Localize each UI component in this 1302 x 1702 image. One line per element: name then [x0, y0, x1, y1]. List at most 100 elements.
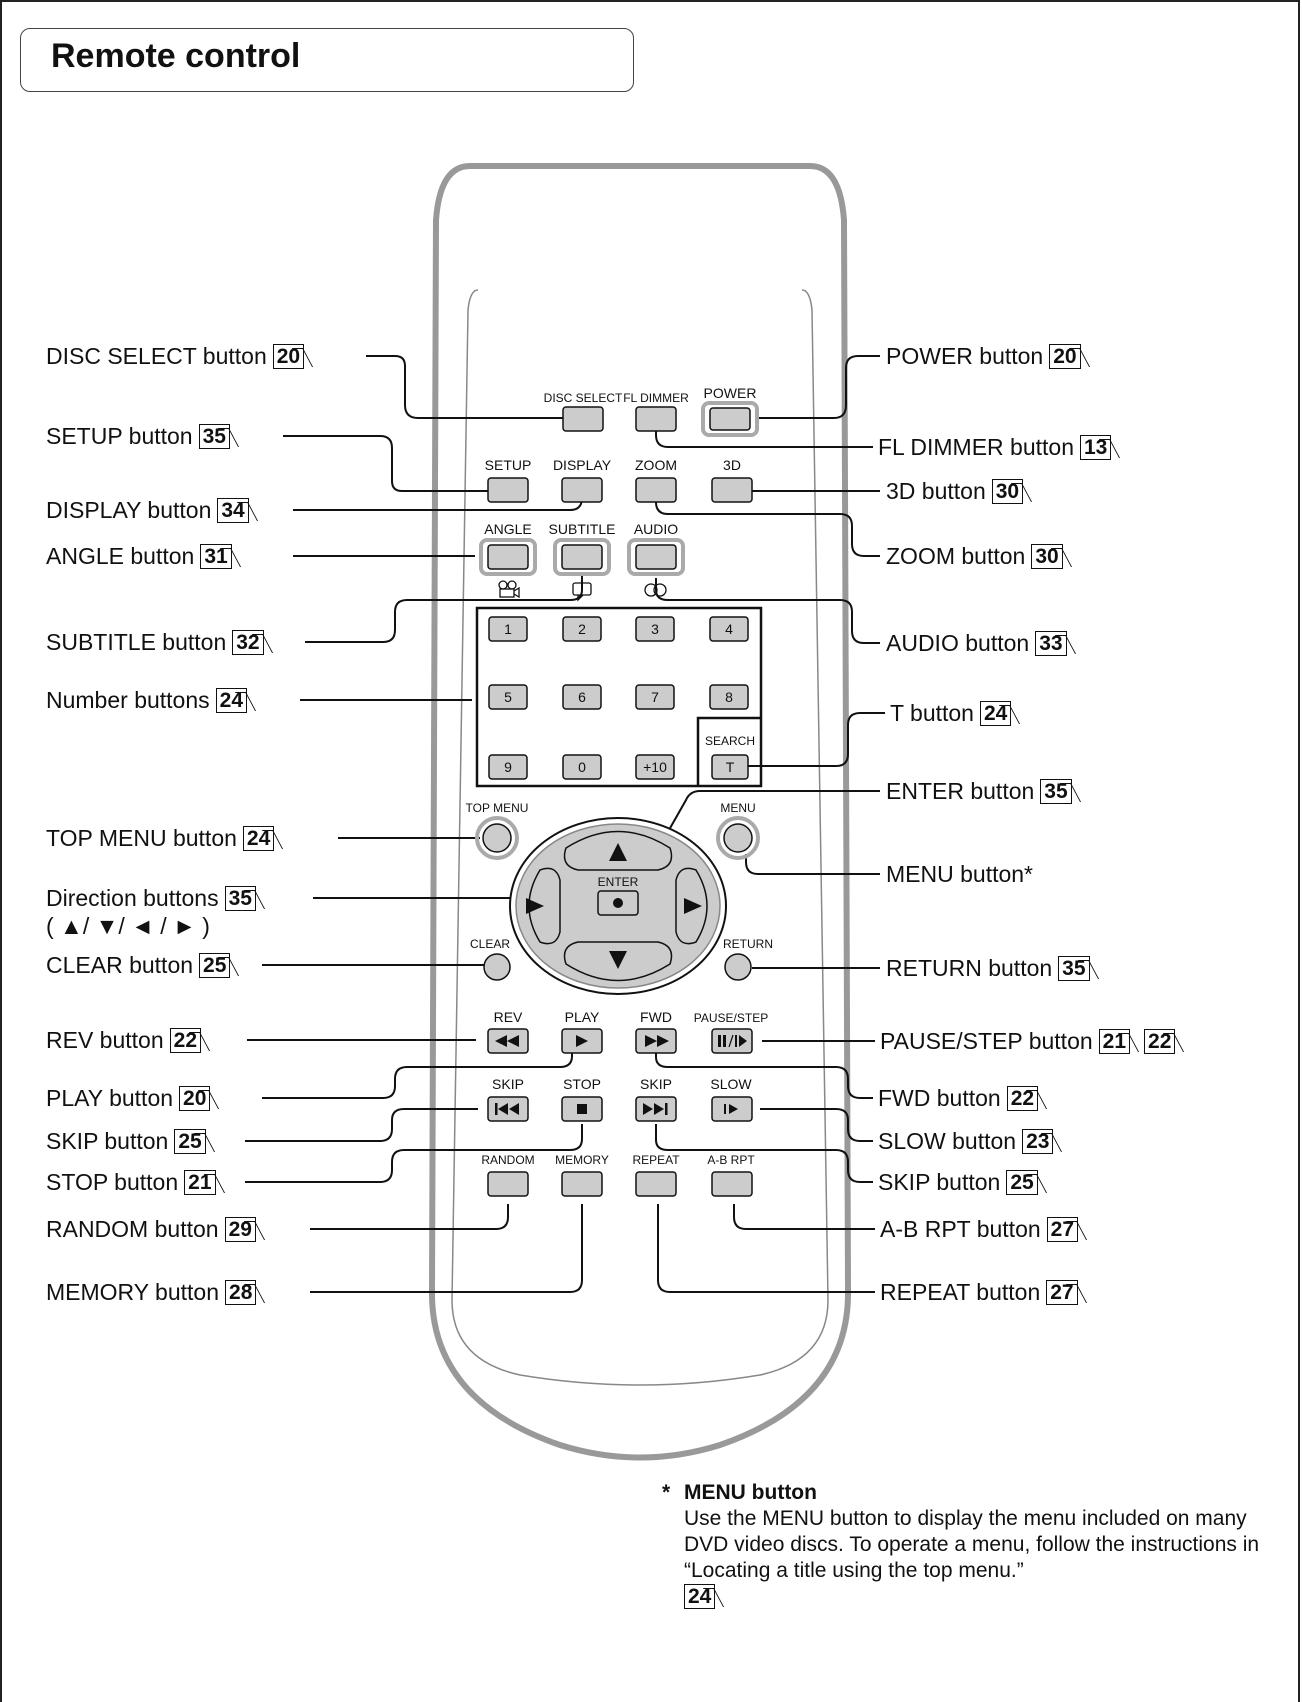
subtitle-button[interactable]: [561, 544, 603, 570]
angle-button-ring: [479, 538, 537, 576]
number-pad-notch: [696, 716, 761, 786]
camera-icon: [498, 580, 520, 599]
leader-power: [755, 355, 880, 419]
subtitle-label: SUBTITLE: [549, 521, 616, 537]
up-arrow-icon: [609, 843, 627, 861]
callout-text: SETUP button: [46, 423, 193, 449]
right-arrow-icon: [684, 898, 702, 914]
fl-dimmer-button[interactable]: [635, 406, 677, 432]
random-button[interactable]: [487, 1171, 529, 1197]
callout-text: CLEAR button: [46, 952, 194, 978]
memory-label: MEMORY: [555, 1153, 609, 1167]
top-menu-button[interactable]: [482, 823, 512, 853]
page-ref: 32: [232, 630, 264, 655]
pause-step-icon: [718, 1034, 747, 1048]
callout-text: PLAY button: [46, 1085, 174, 1111]
power-button[interactable]: [709, 407, 751, 431]
skip-back-label: SKIP: [492, 1076, 524, 1092]
setup-button[interactable]: [487, 477, 529, 503]
page-frame-left: [0, 0, 2, 1702]
memory-button[interactable]: [561, 1171, 603, 1197]
power-button-ring: [701, 401, 759, 437]
return-button[interactable]: [724, 953, 752, 981]
leader-skip-fwd: [655, 1124, 873, 1183]
stop-label: STOP: [563, 1076, 601, 1092]
number-pad-frame: [475, 606, 763, 788]
page-ref: 13: [1079, 435, 1112, 460]
leader-enter: [635, 790, 880, 889]
t-button[interactable]: [711, 754, 749, 780]
number-button-7[interactable]: [635, 684, 675, 710]
number-button-1[interactable]: [488, 616, 528, 642]
number-label-5: 5: [504, 689, 512, 705]
number-button-0[interactable]: [562, 754, 602, 780]
page-ref: 30: [991, 479, 1024, 504]
number-label-4: 4: [725, 621, 733, 637]
leader-stop: [245, 1124, 583, 1183]
3d-button[interactable]: [711, 477, 753, 503]
number-button-5[interactable]: [488, 684, 528, 710]
disc-select-button[interactable]: [562, 406, 604, 432]
display-button[interactable]: [561, 477, 603, 503]
enter-dot-icon: [613, 898, 623, 908]
callout-text: Direction buttons: [46, 885, 219, 911]
audio-icon: [644, 583, 667, 597]
page-ref: 33: [1035, 631, 1067, 656]
clear-button[interactable]: [483, 953, 511, 981]
callout-text: A-B RPT button: [880, 1216, 1041, 1242]
callout-text: RANDOM button: [46, 1216, 219, 1242]
ab-rpt-button[interactable]: [711, 1171, 753, 1197]
menu-label: MENU: [720, 801, 755, 815]
page-ref: 35: [224, 886, 256, 911]
number-button-8[interactable]: [709, 684, 749, 710]
callout-text: FWD button: [878, 1085, 1001, 1111]
subtitle-icon: [572, 582, 592, 602]
leader-disc-select: [366, 355, 583, 419]
random-label: RANDOM: [481, 1153, 534, 1167]
disc-select-label: DISC SELECT: [544, 391, 623, 405]
audio-button[interactable]: [635, 544, 677, 570]
number-button-4[interactable]: [709, 616, 749, 642]
angle-button[interactable]: [487, 544, 529, 570]
top-menu-label: TOP MENU: [466, 801, 529, 815]
ab-rpt-label: A-B RPT: [707, 1153, 755, 1167]
slow-icon: [724, 1104, 738, 1114]
callout-text: SLOW button: [878, 1128, 1017, 1154]
pause-step-button[interactable]: [711, 1028, 753, 1054]
number-button-9[interactable]: [488, 754, 528, 780]
number-button-plus10[interactable]: [635, 754, 675, 780]
callout-text: SKIP button: [46, 1128, 169, 1154]
number-button-6[interactable]: [562, 684, 602, 710]
remote-face-outline: [451, 289, 829, 1386]
number-label-6: 6: [578, 689, 586, 705]
skip-fwd-label: SKIP: [640, 1076, 672, 1092]
page-ref: 27: [1046, 1217, 1079, 1242]
number-button-3[interactable]: [635, 616, 675, 642]
page-ref: 35: [1058, 956, 1090, 981]
repeat-button[interactable]: [635, 1171, 677, 1197]
number-buttons: 1 2 3 4 5 6 7 8 9 0 +10: [488, 616, 749, 780]
menu-ring: [716, 816, 760, 860]
subtitle-button-ring: [553, 538, 611, 576]
top-menu-ring: [475, 816, 519, 860]
page-ref: 27: [1046, 1280, 1078, 1305]
rewind-icon: [495, 1035, 519, 1047]
number-button-2[interactable]: [562, 616, 602, 642]
callout-text: SKIP button: [878, 1169, 1001, 1195]
menu-button[interactable]: [723, 823, 753, 853]
section-title-box: Remote control: [20, 28, 634, 92]
zoom-button[interactable]: [635, 477, 677, 503]
callout-text: FL DIMMER button: [878, 434, 1074, 460]
leader-fwd: [655, 1052, 873, 1099]
page-ref: 25: [1006, 1170, 1038, 1195]
leader-fl-dimmer: [655, 430, 873, 448]
page-ref: 22: [169, 1028, 201, 1053]
number-label-0: 0: [578, 759, 586, 775]
